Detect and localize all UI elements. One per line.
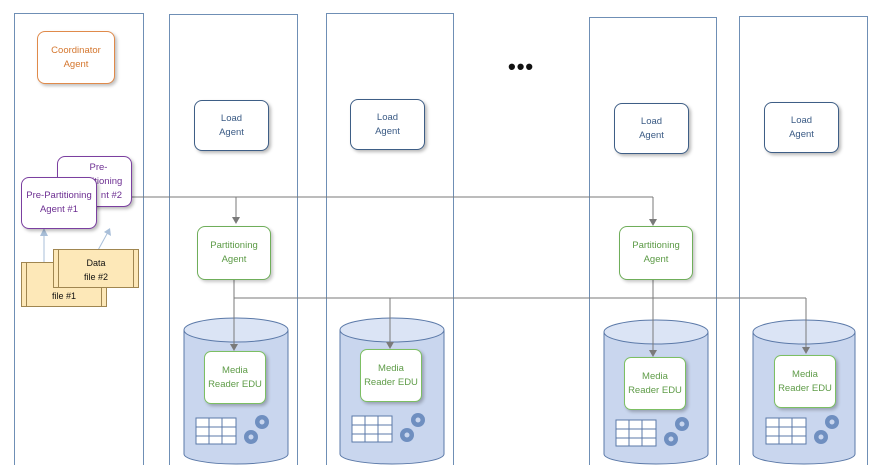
more-partitions-ellipsis: ••• — [508, 54, 535, 79]
gears-icon — [244, 415, 269, 444]
gears-icon — [814, 415, 839, 444]
data-file-2: Data file #2 — [53, 249, 139, 288]
coordinator-partition-column — [14, 13, 144, 465]
table-grid-icon — [195, 417, 237, 445]
table-grid-icon — [615, 419, 657, 447]
flow-lines — [132, 196, 810, 357]
table-grid-icon — [351, 415, 393, 443]
gears-icon — [400, 413, 425, 442]
gears-icon — [664, 417, 689, 446]
table-grid-icon — [765, 417, 807, 445]
